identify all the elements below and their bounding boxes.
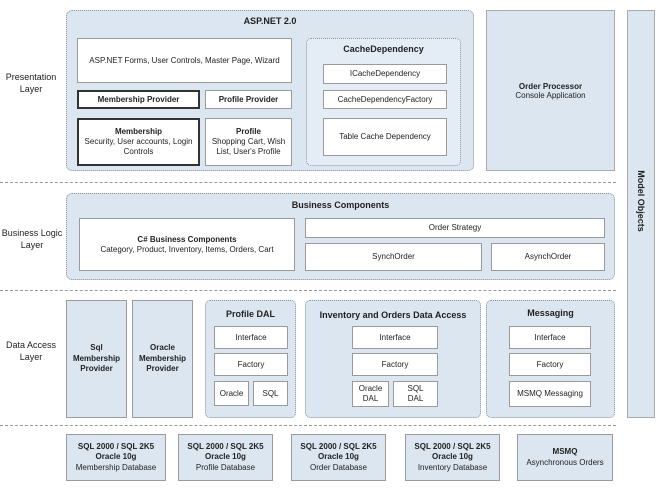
database-engines: SQL 2000 / SQL 2K5 [414, 441, 491, 451]
database-name: Inventory Database [417, 462, 488, 472]
queue-desc: Asynchronous Orders [526, 457, 604, 467]
database-oracle: Oracle 10g [432, 452, 473, 462]
oracle-membership-provider-box: Oracle Membership Provider [132, 300, 193, 418]
database-name: Membership Database [75, 462, 157, 472]
table-cache-dependency-box: Table Cache Dependency [323, 118, 447, 156]
layer-divider [0, 290, 616, 291]
icachedependency-box: ICacheDependency [323, 64, 447, 84]
forms-box: ASP.NET Forms, User Controls, Master Pag… [77, 38, 292, 83]
csharp-title: C# Business Components [137, 234, 237, 244]
database-engines: SQL 2000 / SQL 2K5 [77, 441, 155, 451]
cachedependencyfactory-box: CacheDependencyFactory [323, 90, 447, 109]
msmq-queue-box: MSMQ Asynchronous Orders [517, 434, 613, 481]
inventory-factory-box: Factory [352, 353, 438, 376]
synch-order-box: SynchOrder [305, 243, 482, 271]
profile-provider-box: Profile Provider [205, 90, 292, 109]
membership-database-box: SQL 2000 / SQL 2K5 Oracle 10g Membership… [66, 434, 166, 481]
inventory-database-box: SQL 2000 / SQL 2K5 Oracle 10g Inventory … [405, 434, 500, 481]
inventory-oracle-dal-box: Oracle DAL [352, 381, 389, 407]
msmq-messaging-box: MSMQ Messaging [509, 381, 591, 407]
csharp-desc: Category, Product, Inventory, Items, Ord… [100, 244, 274, 254]
messaging-title: Messaging [527, 308, 574, 318]
profile-dal-sql-box: SQL [253, 381, 288, 406]
membership-provider-box: Membership Provider [77, 90, 200, 109]
model-objects-label: Model Objects [636, 170, 646, 232]
profile-database-box: SQL 2000 / SQL 2K5 Oracle 10g Profile Da… [178, 434, 273, 481]
messaging-factory-box: Factory [509, 353, 591, 376]
profile-dal-interface-box: Interface [214, 326, 288, 349]
cache-dependency-title: CacheDependency [343, 44, 424, 54]
database-engines: SQL 2000 / SQL 2K5 [300, 441, 377, 451]
layer-divider [0, 425, 616, 426]
order-processor-box: Order Processor Console Application [486, 10, 615, 171]
profile-dal-oracle-box: Oracle [214, 381, 249, 406]
business-layer-label: Business Logic Layer [1, 228, 63, 250]
database-oracle: Oracle 10g [95, 452, 137, 462]
queue-title: MSMQ [552, 447, 578, 457]
profile-dal-title: Profile DAL [225, 309, 275, 319]
order-database-box: SQL 2000 / SQL 2K5 Oracle 10g Order Data… [291, 434, 386, 481]
inventory-orders-dal-title: Inventory and Orders Data Access [319, 310, 467, 320]
inventory-interface-box: Interface [352, 326, 438, 349]
database-name: Profile Database [195, 462, 256, 472]
order-processor-title: Order Processor [518, 81, 583, 91]
profile-desc: Shopping Cart, Wish List, User's Profile [211, 137, 286, 156]
database-oracle: Oracle 10g [205, 452, 246, 462]
aspnet-title: ASP.NET 2.0 [243, 16, 297, 26]
asynch-order-box: AsynchOrder [491, 243, 605, 271]
layer-divider [0, 182, 616, 183]
profile-box: Profile Shopping Cart, Wish List, User's… [205, 118, 292, 166]
membership-title: Membership [114, 127, 163, 136]
membership-box: Membership Security, User accounts, Logi… [77, 118, 200, 166]
database-name: Order Database [310, 462, 367, 472]
csharp-components-box: C# Business Components Category, Product… [79, 218, 295, 271]
order-processor-desc: Console Application [515, 90, 586, 100]
profile-title: Profile [236, 127, 261, 136]
business-components-title: Business Components [291, 200, 390, 210]
profile-dal-factory-box: Factory [214, 353, 288, 376]
database-oracle: Oracle 10g [318, 452, 359, 462]
membership-desc: Security, User accounts, Login Controls [84, 137, 193, 156]
messaging-interface-box: Interface [509, 326, 591, 349]
database-engines: SQL 2000 / SQL 2K5 [187, 441, 264, 451]
data-access-layer-label: Data Access Layer [5, 340, 57, 362]
order-strategy-box: Order Strategy [305, 218, 605, 238]
sql-membership-provider-box: Sql Membership Provider [66, 300, 127, 418]
inventory-sql-dal-box: SQL DAL [393, 381, 438, 407]
presentation-layer-label: Presentation Layer [5, 72, 57, 94]
model-objects-bar: Model Objects [627, 10, 655, 418]
